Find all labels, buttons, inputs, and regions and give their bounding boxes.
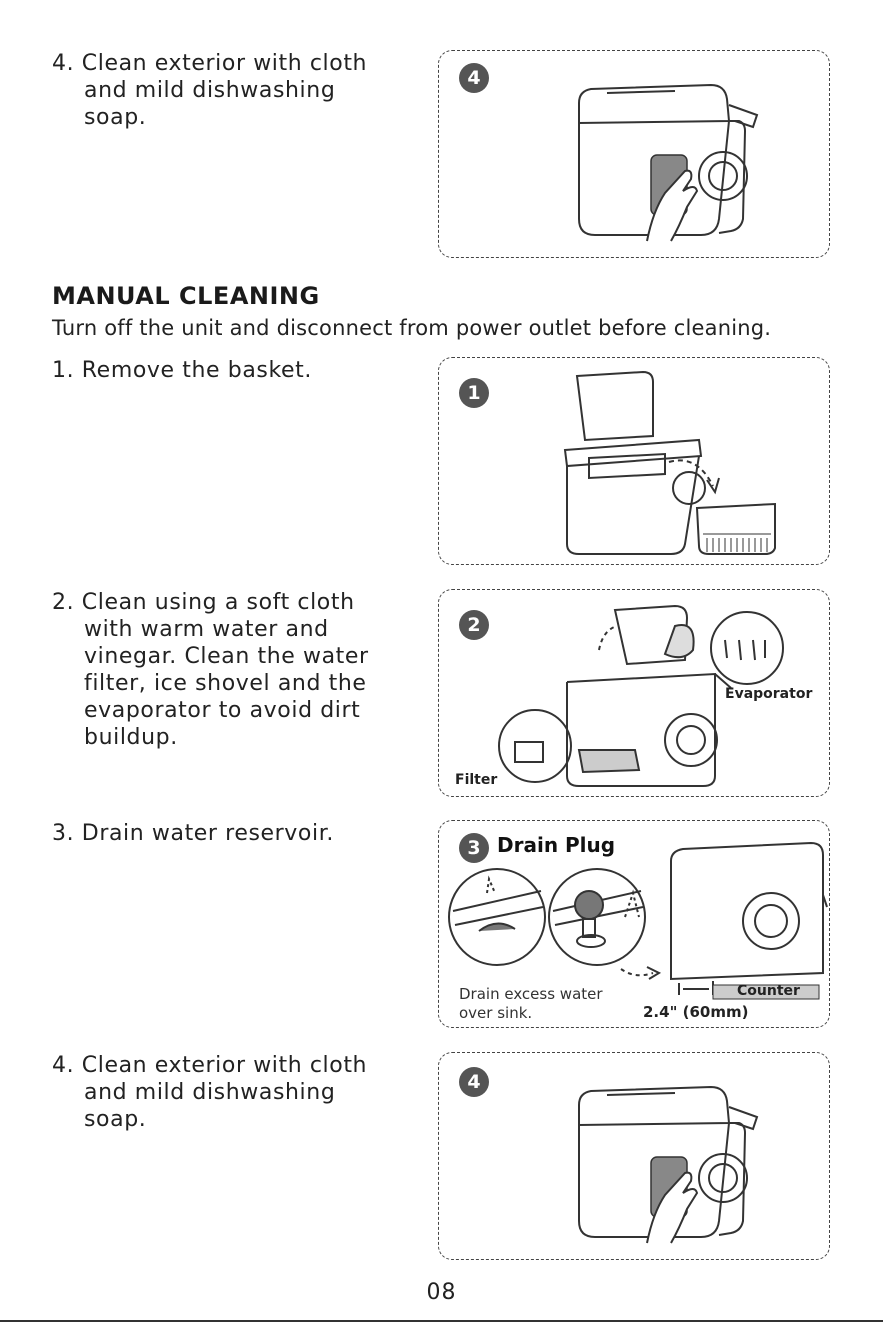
counter-label: Counter (737, 983, 800, 999)
drain-note-line: Drain excess water (459, 985, 603, 1003)
illustration-panel-top-4: 4 (438, 50, 830, 258)
step-2-text: 2. Clean using a soft cloth with warm wa… (52, 589, 392, 751)
step-text-line: vinegar. Clean the water (84, 644, 369, 669)
step-4-text: 4. Clean exterior with cloth and mild di… (52, 1052, 392, 1133)
step-text-line: soap. (84, 105, 147, 130)
measurement-label: 2.4" (60mm) (643, 1003, 749, 1021)
step-number-badge: 1 (459, 378, 489, 408)
drain-reservoir-illustration (448, 841, 828, 1000)
step-text-line: filter, ice shovel and the (84, 671, 367, 696)
step-text-line: with warm water and (84, 617, 329, 642)
step-number-badge: 3 (459, 833, 489, 863)
drain-plug-title: Drain Plug (497, 833, 616, 857)
step-text-line: and mild dishwashing (84, 1080, 336, 1105)
step-text-line: 4. Clean exterior with cloth (52, 1053, 368, 1078)
step-text-line: 2. Clean using a soft cloth (52, 590, 355, 615)
section-subheading: Turn off the unit and disconnect from po… (52, 316, 772, 340)
ice-maker-wipe-illustration (578, 83, 759, 242)
step-number-badge: 4 (459, 1067, 489, 1097)
clean-interior-illustration (498, 604, 784, 787)
step-text-line: 1. Remove the basket. (52, 358, 312, 383)
step-number-badge: 4 (459, 63, 489, 93)
drain-note-line: over sink. (459, 1004, 533, 1022)
step-text-line: soap. (84, 1107, 147, 1132)
illustration-panel-3: 3 Drain Plug Counter Drain excess water (438, 820, 830, 1028)
bottom-rule (0, 1320, 883, 1322)
step-4-top-text: 4. Clean exterior with cloth and mild di… (52, 50, 392, 131)
step-number-badge: 2 (459, 610, 489, 640)
step-text-line: evaporator to avoid dirt (84, 698, 361, 723)
illustration-panel-4: 4 (438, 1052, 830, 1260)
section-heading: MANUAL CLEANING (52, 282, 320, 310)
step-text-line: and mild dishwashing (84, 78, 336, 103)
page-number: 08 (426, 1280, 457, 1305)
step-3-text: 3. Drain water reservoir. (52, 820, 392, 847)
ice-maker-wipe-illustration (578, 1085, 759, 1244)
step-text-line: 3. Drain water reservoir. (52, 821, 334, 846)
step-text-line: buildup. (84, 725, 178, 750)
evaporator-label: Evaporator (725, 686, 813, 702)
filter-label: Filter (455, 772, 498, 788)
illustration-panel-1: 1 (438, 357, 830, 565)
drain-note: Drain excess water over sink. (459, 985, 603, 1023)
step-text-line: 4. Clean exterior with cloth (52, 51, 368, 76)
step-1-text: 1. Remove the basket. (52, 357, 392, 384)
remove-basket-illustration (563, 370, 776, 555)
illustration-panel-2: 2 Evaporator Filter (438, 589, 830, 797)
